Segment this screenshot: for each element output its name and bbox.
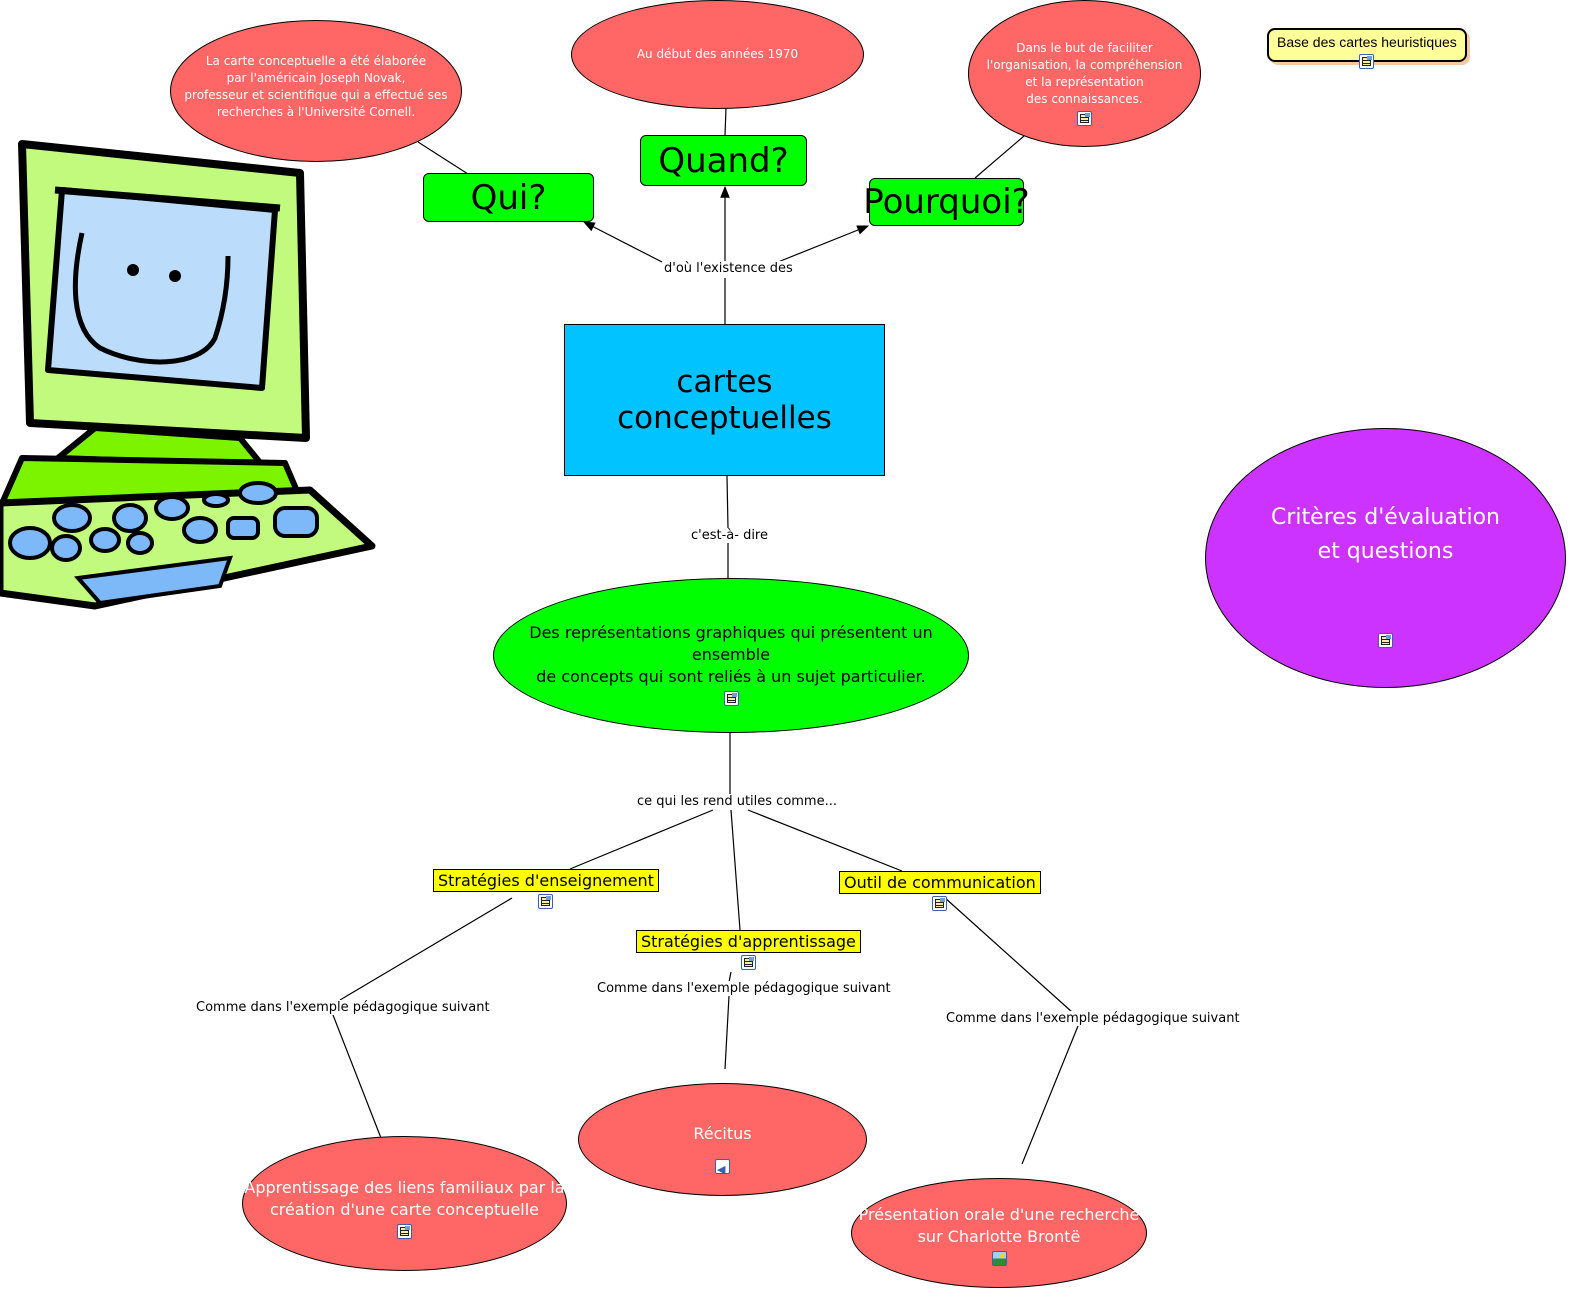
link-label-example-left[interactable]: Comme dans l'exemple pédagogique suivant xyxy=(194,1000,492,1015)
question-node-qui[interactable]: Qui? xyxy=(423,173,594,222)
link-uses-communication xyxy=(747,809,903,872)
definition-line: Des représentations graphiques qui prése… xyxy=(529,622,933,664)
use-node-communication[interactable]: Outil de communication xyxy=(839,871,1041,911)
answer-node-qui[interactable]: La carte conceptuelle a été élaborée par… xyxy=(170,20,462,162)
link-communication-example xyxy=(943,896,1073,1013)
example-node-bronte[interactable]: Présentation orale d'une recherche sur C… xyxy=(851,1178,1147,1288)
topic-button-heuristic-maps[interactable]: Base des cartes heuristiques xyxy=(1267,28,1467,69)
link-label-definition[interactable]: c'est-à- dire xyxy=(689,528,770,543)
link-uses-enseignement xyxy=(569,809,714,870)
audio-resource-icon[interactable] xyxy=(715,1159,730,1181)
question-node-quand[interactable]: Quand? xyxy=(640,135,807,186)
link-enseignement-example xyxy=(339,897,513,1001)
link-apprentissage-example xyxy=(728,971,732,983)
answer-line: Au début des années 1970 xyxy=(636,47,799,61)
example-line: Apprentissage des liens familiaux par la xyxy=(244,1177,565,1197)
computer-clipart xyxy=(0,140,376,610)
question-node-pourquoi[interactable]: Pourquoi? xyxy=(863,178,1030,226)
link-label-uses[interactable]: ce qui les rend utiles comme... xyxy=(635,794,839,809)
document-resource-icon[interactable] xyxy=(1358,54,1374,69)
use-label: Stratégies d'apprentissage xyxy=(636,930,861,953)
link-example-left-bottom xyxy=(332,1014,382,1139)
example-line: création d'une carte conceptuelle xyxy=(269,1199,540,1219)
criteria-line: Critères d'évaluation xyxy=(1271,505,1500,530)
topic-button-label: Base des cartes heuristiques xyxy=(1277,34,1457,50)
document-resource-icon[interactable] xyxy=(397,1223,412,1239)
question-label: Quand? xyxy=(658,140,789,181)
link-example-middle-bottom xyxy=(724,995,730,1070)
arrow-to-pourquoi xyxy=(777,225,870,263)
link-label-origin[interactable]: d'où l'existence des xyxy=(662,261,795,276)
answer-line: recherches à l'Université Cornell. xyxy=(216,105,416,119)
answer-line: par l'américain Joseph Novak, xyxy=(226,71,406,85)
example-line: Présentation orale d'une recherche xyxy=(858,1205,1140,1224)
question-label: Qui? xyxy=(470,177,547,218)
document-resource-icon[interactable] xyxy=(723,690,739,706)
use-label: Outil de communication xyxy=(839,871,1041,894)
example-line: sur Charlotte Brontë xyxy=(917,1227,1081,1246)
answer-line: professeur et scientifique qui a effectu… xyxy=(184,88,448,102)
document-resource-icon[interactable] xyxy=(932,896,948,911)
document-resource-icon[interactable] xyxy=(538,894,554,909)
example-line: Récitus xyxy=(693,1124,752,1143)
use-label: Stratégies d'enseignement xyxy=(433,869,659,892)
question-label: Pourquoi? xyxy=(863,182,1030,222)
example-node-family-links[interactable]: Apprentissage des liens familiaux par la… xyxy=(242,1136,567,1271)
answer-line: des connaissances. xyxy=(1026,91,1143,106)
definition-line: de concepts qui sont reliés à un sujet p… xyxy=(536,666,926,686)
link-label-example-middle[interactable]: Comme dans l'exemple pédagogique suivant xyxy=(595,981,893,996)
example-node-recitus[interactable]: Récitus xyxy=(578,1083,867,1196)
document-resource-icon[interactable] xyxy=(1077,110,1092,126)
link-answer-qui xyxy=(417,141,469,175)
link-example-right-bottom xyxy=(1021,1025,1079,1165)
answer-line: et la représentation xyxy=(1025,74,1144,89)
use-node-teaching[interactable]: Stratégies d'enseignement xyxy=(433,869,659,909)
answer-line: La carte conceptuelle a été élaborée xyxy=(205,54,427,68)
definition-node[interactable]: Des représentations graphiques qui prése… xyxy=(493,578,969,733)
answer-line: l'organisation, la compréhension xyxy=(986,57,1183,72)
use-node-learning[interactable]: Stratégies d'apprentissage xyxy=(636,930,861,970)
arrow-to-qui xyxy=(582,221,663,263)
link-answer-quand xyxy=(724,107,727,136)
image-resource-icon[interactable] xyxy=(991,1251,1007,1266)
link-central-definition-top xyxy=(726,475,729,529)
link-label-example-right[interactable]: Comme dans l'exemple pédagogique suivant xyxy=(944,1011,1242,1026)
answer-node-quand[interactable]: Au début des années 1970 xyxy=(571,0,864,109)
criteria-node[interactable]: Critères d'évaluation et questions xyxy=(1205,428,1566,688)
link-answer-pourquoi xyxy=(974,135,1025,179)
link-uses-apprentissage xyxy=(730,809,741,931)
answer-node-pourquoi[interactable]: Dans le but de faciliter l'organisation,… xyxy=(968,0,1201,147)
criteria-line: et questions xyxy=(1317,539,1454,564)
answer-line: Dans le but de faciliter xyxy=(1016,40,1153,55)
central-concept-label: cartes conceptuelles xyxy=(617,364,832,436)
document-resource-icon[interactable] xyxy=(740,955,756,970)
central-concept-node[interactable]: cartes conceptuelles xyxy=(564,324,885,476)
document-resource-icon[interactable] xyxy=(1378,633,1393,648)
